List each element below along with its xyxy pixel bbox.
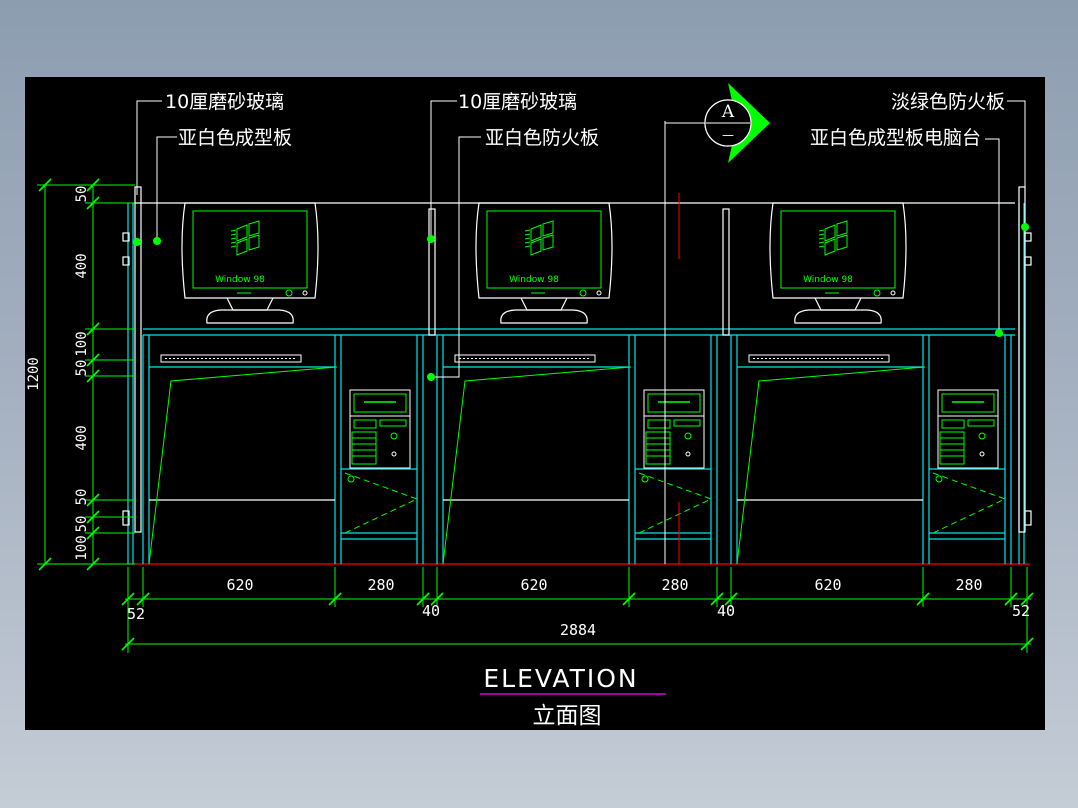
label-mid-board: 亚白色防火板 bbox=[485, 127, 599, 149]
leader-dots bbox=[133, 223, 1029, 381]
section-cut-line: A — bbox=[664, 83, 770, 564]
label-mid-glass: 10厘磨砂玻璃 bbox=[458, 91, 577, 113]
dim-total-width: 2884 bbox=[560, 621, 596, 639]
dim-width-6: 280 bbox=[955, 576, 982, 594]
title-en: ELEVATION bbox=[483, 664, 638, 693]
bottom-dimension-lines bbox=[121, 567, 1034, 653]
monitor-text-3: Window 98 bbox=[803, 275, 853, 285]
dim-seg-7: 50 bbox=[74, 516, 90, 533]
dim-total-height: 1200 bbox=[26, 357, 42, 391]
desk-module-3 bbox=[730, 202, 1012, 565]
dim-seg-2: 400 bbox=[74, 253, 90, 278]
drawing-canvas: A — 10厘磨砂玻璃 亚白色成型板 10厘磨砂玻璃 亚白色防火板 淡绿色防火板… bbox=[25, 77, 1045, 730]
monitor-text-1: Window 98 bbox=[215, 275, 265, 285]
monitor-text-2: Window 98 bbox=[509, 275, 559, 285]
title-zh: 立面图 bbox=[533, 703, 602, 729]
dim-seg-3: 100 bbox=[74, 331, 90, 356]
dim-seg-6: 50 bbox=[74, 489, 90, 506]
leader-lines bbox=[136, 100, 1026, 378]
desk-module-2 bbox=[436, 202, 718, 565]
desk-module-1 bbox=[142, 202, 424, 565]
dim-gap-3: 40 bbox=[717, 602, 735, 620]
label-left-board: 亚白色成型板 bbox=[178, 127, 292, 149]
label-left-glass: 10厘磨砂玻璃 bbox=[165, 91, 284, 113]
section-sub: — bbox=[722, 128, 734, 142]
dim-gap-2: 40 bbox=[422, 602, 440, 620]
dim-width-4: 280 bbox=[661, 576, 688, 594]
dim-width-5: 620 bbox=[814, 576, 841, 594]
dim-seg-8: 100 bbox=[74, 535, 90, 560]
dim-gap-4: 52 bbox=[1012, 602, 1030, 620]
callout-labels: 10厘磨砂玻璃 亚白色成型板 10厘磨砂玻璃 亚白色防火板 淡绿色防火板 亚白色… bbox=[165, 91, 1005, 149]
dim-gap-1: 52 bbox=[127, 605, 145, 623]
dim-width-1: 620 bbox=[226, 576, 253, 594]
dim-seg-1: 50 bbox=[74, 186, 90, 203]
section-letter: A bbox=[721, 102, 735, 122]
drawing-title: ELEVATION 立面图 bbox=[480, 664, 666, 729]
left-dimension-text: 1200 50 400 100 50 400 50 50 100 bbox=[26, 186, 90, 561]
label-right-desk: 亚白色成型板电脑台 bbox=[810, 127, 981, 149]
bottom-dimension-text: 620 280 620 280 620 280 52 40 40 52 2884 bbox=[127, 576, 1030, 639]
dim-seg-4: 50 bbox=[74, 360, 90, 377]
elevation-drawing: A — 10厘磨砂玻璃 亚白色成型板 10厘磨砂玻璃 亚白色防火板 淡绿色防火板… bbox=[26, 83, 1034, 729]
dim-seg-5: 400 bbox=[74, 425, 90, 450]
dim-width-2: 280 bbox=[367, 576, 394, 594]
dim-width-3: 620 bbox=[520, 576, 547, 594]
label-right-fire: 淡绿色防火板 bbox=[891, 91, 1005, 113]
left-dimension-lines bbox=[37, 178, 135, 571]
